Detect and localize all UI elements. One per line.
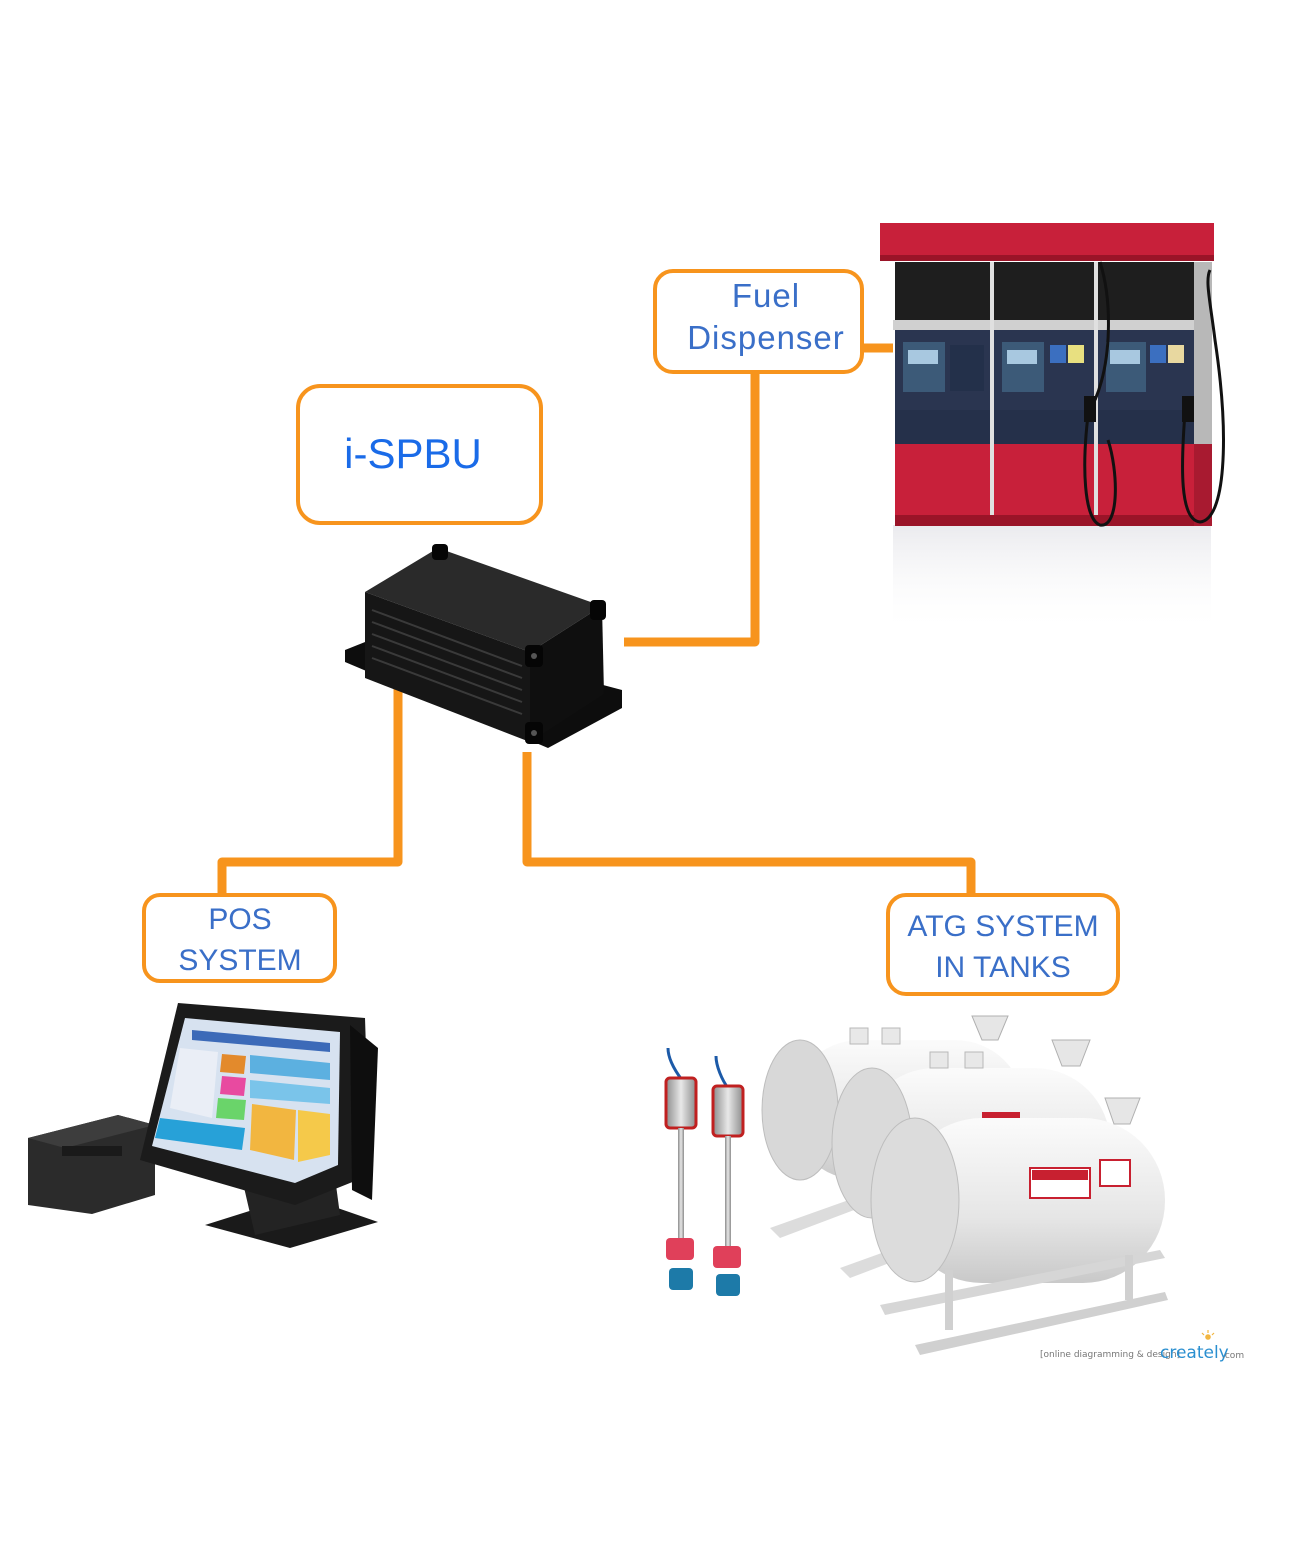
node-fuel-dispenser-label[interactable]: Fuel Dispenser xyxy=(653,269,864,374)
creately-watermark: [online diagramming & design] creately .… xyxy=(1040,1330,1244,1363)
connector-ispbu-to-fuel-dispenser xyxy=(624,370,760,647)
ispbu-device-icon[interactable] xyxy=(345,544,622,748)
connector-ispbu-to-atg-system xyxy=(522,752,976,895)
atg-system-label-box xyxy=(886,893,1120,996)
ispbu-label-box xyxy=(296,384,543,525)
connector-ispbu-to-pos-system xyxy=(217,680,403,895)
fuel-tanks-icon[interactable] xyxy=(664,1015,1168,1355)
atg-probe-icon xyxy=(664,1047,698,1290)
fuel-dispenser-icon[interactable] xyxy=(880,223,1225,635)
node-ispbu-label[interactable]: i-SPBU xyxy=(296,384,543,525)
pos-system-label-line2: SYSTEM xyxy=(178,944,301,977)
atg-system-label-line2: IN TANKS xyxy=(935,951,1071,984)
fuel-tank-icon xyxy=(870,1097,1168,1355)
ispbu-label: i-SPBU xyxy=(344,430,482,477)
atg-probe-icon xyxy=(711,1055,745,1296)
sun-icon xyxy=(1201,1330,1215,1340)
watermark-brand: creately xyxy=(1160,1343,1229,1363)
atg-system-label-line1: ATG SYSTEM xyxy=(907,910,1098,943)
fuel-dispenser-label-box xyxy=(653,269,864,374)
fuel-dispenser-label-line2: Dispenser xyxy=(687,319,845,356)
connectors xyxy=(217,343,976,895)
node-atg-system-label[interactable]: ATG SYSTEM IN TANKS xyxy=(886,893,1120,996)
fuel-dispenser-label-line1: Fuel xyxy=(732,277,800,314)
pos-terminal-icon[interactable] xyxy=(28,1003,378,1248)
watermark-tagline: [online diagramming & design] xyxy=(1040,1350,1180,1360)
node-pos-system-label[interactable]: POS SYSTEM xyxy=(142,893,337,983)
pos-system-label-line1: POS xyxy=(208,903,271,936)
watermark-suffix: .com xyxy=(1222,1351,1244,1361)
pos-system-label-box xyxy=(142,893,337,983)
